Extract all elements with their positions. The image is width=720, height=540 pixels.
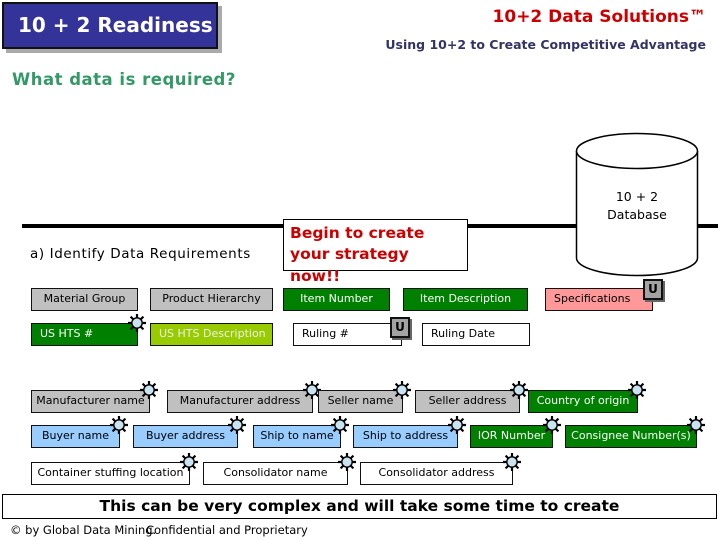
strategy-callout-line1: Begin to create bbox=[290, 224, 425, 242]
u-badge: U bbox=[643, 279, 663, 300]
sparkle-star-icon bbox=[228, 416, 246, 434]
field-label: Buyer name bbox=[41, 429, 109, 442]
brand-title: 10+2 Data Solutions™ bbox=[492, 7, 706, 27]
sparkle-star-icon bbox=[140, 381, 158, 399]
field-item-number: Item Number bbox=[283, 288, 390, 311]
field-label: Container stuffing location bbox=[37, 466, 184, 479]
database-label: 10 + 2 Database bbox=[575, 188, 699, 223]
field-ruling-date: Ruling Date bbox=[422, 323, 530, 346]
question-heading: What data is required? bbox=[12, 70, 236, 89]
field-label: Buyer address bbox=[145, 429, 226, 442]
field-label: Ship to address bbox=[362, 429, 449, 442]
complexity-banner: This can be very complex and will take s… bbox=[2, 494, 717, 519]
sparkle-star-icon bbox=[338, 453, 356, 471]
field-label: Item Description bbox=[419, 292, 512, 305]
field-material-group: Material Group bbox=[31, 288, 138, 311]
sparkle-star-icon bbox=[543, 416, 561, 434]
field-manufacturer-address: Manufacturer address bbox=[167, 381, 321, 413]
field-us-hts-description: US HTS Description bbox=[150, 323, 273, 346]
field-us-hts-number: US HTS # bbox=[31, 314, 146, 346]
database-label-line2: Database bbox=[607, 206, 667, 222]
field-label: Ship to name bbox=[260, 429, 334, 442]
field-label: Country of origin bbox=[536, 394, 630, 407]
field-container-stuffing-location: Container stuffing location bbox=[31, 453, 198, 485]
strategy-callout-line2: your strategy now!! bbox=[290, 245, 409, 285]
field-manufacturer-name: Manufacturer name bbox=[31, 381, 158, 413]
sparkle-star-icon bbox=[510, 381, 528, 399]
field-label: US HTS Description bbox=[159, 327, 266, 340]
field-label: IOR Number bbox=[477, 429, 546, 442]
field-ior-number: IOR Number bbox=[470, 416, 561, 448]
field-specifications: Specifications U bbox=[545, 279, 663, 311]
sparkle-star-icon bbox=[448, 416, 466, 434]
field-label: US HTS # bbox=[40, 327, 94, 340]
strategy-callout: Begin to create your strategy now!! bbox=[283, 219, 468, 285]
sparkle-star-icon bbox=[180, 453, 198, 471]
field-label: Ruling # bbox=[302, 327, 349, 340]
field-consolidator-name: Consolidator name bbox=[203, 453, 356, 485]
sparkle-star-icon bbox=[628, 381, 646, 399]
field-ship-to-address: Ship to address bbox=[353, 416, 466, 448]
field-product-hierarchy: Product Hierarchy bbox=[150, 288, 273, 311]
u-badge: U bbox=[390, 317, 410, 338]
field-seller-name: Seller name bbox=[318, 381, 411, 413]
sparkle-star-icon bbox=[687, 416, 705, 434]
slide-title-label: 10 + 2 Readiness bbox=[18, 13, 213, 37]
field-label: Consolidator name bbox=[223, 466, 328, 479]
field-label: Consolidator address bbox=[378, 466, 495, 479]
field-label: Item Number bbox=[300, 292, 373, 305]
slide-title-box: 10 + 2 Readiness bbox=[2, 2, 218, 49]
field-ruling-number: Ruling # U bbox=[293, 317, 410, 346]
field-consignee-numbers: Consignee Number(s) bbox=[565, 416, 705, 448]
brand-tagline: Using 10+2 to Create Competitive Advanta… bbox=[385, 37, 706, 52]
field-label: Specifications bbox=[554, 292, 631, 305]
field-buyer-address: Buyer address bbox=[133, 416, 246, 448]
field-item-description: Item Description bbox=[403, 288, 528, 311]
field-ship-to-name: Ship to name bbox=[253, 416, 349, 448]
field-label: Manufacturer name bbox=[36, 394, 145, 407]
field-label: Seller address bbox=[428, 394, 507, 407]
database-label-line1: 10 + 2 bbox=[615, 189, 659, 204]
field-label: Product Hierarchy bbox=[162, 292, 261, 305]
sparkle-star-icon bbox=[393, 381, 411, 399]
field-label: Ruling Date bbox=[431, 327, 495, 340]
field-consolidator-address: Consolidator address bbox=[360, 453, 521, 485]
footer-copyright: © by Global Data Mining. bbox=[10, 523, 157, 537]
field-buyer-name: Buyer name bbox=[31, 416, 128, 448]
database-cylinder-icon bbox=[575, 132, 699, 277]
field-label: Manufacturer address bbox=[179, 394, 301, 407]
field-label: Consignee Number(s) bbox=[571, 429, 691, 442]
sparkle-star-icon bbox=[110, 416, 128, 434]
field-label: Material Group bbox=[43, 292, 126, 305]
field-label: Seller name bbox=[327, 394, 394, 407]
sparkle-star-icon bbox=[128, 314, 146, 332]
sparkle-star-icon bbox=[331, 416, 349, 434]
footer-confidential: Confidential and Proprietary bbox=[146, 523, 308, 537]
field-seller-address: Seller address bbox=[415, 381, 528, 413]
phase-label: a) Identify Data Requirements bbox=[30, 246, 251, 262]
field-country-of-origin: Country of origin bbox=[528, 381, 646, 413]
sparkle-star-icon bbox=[503, 453, 521, 471]
